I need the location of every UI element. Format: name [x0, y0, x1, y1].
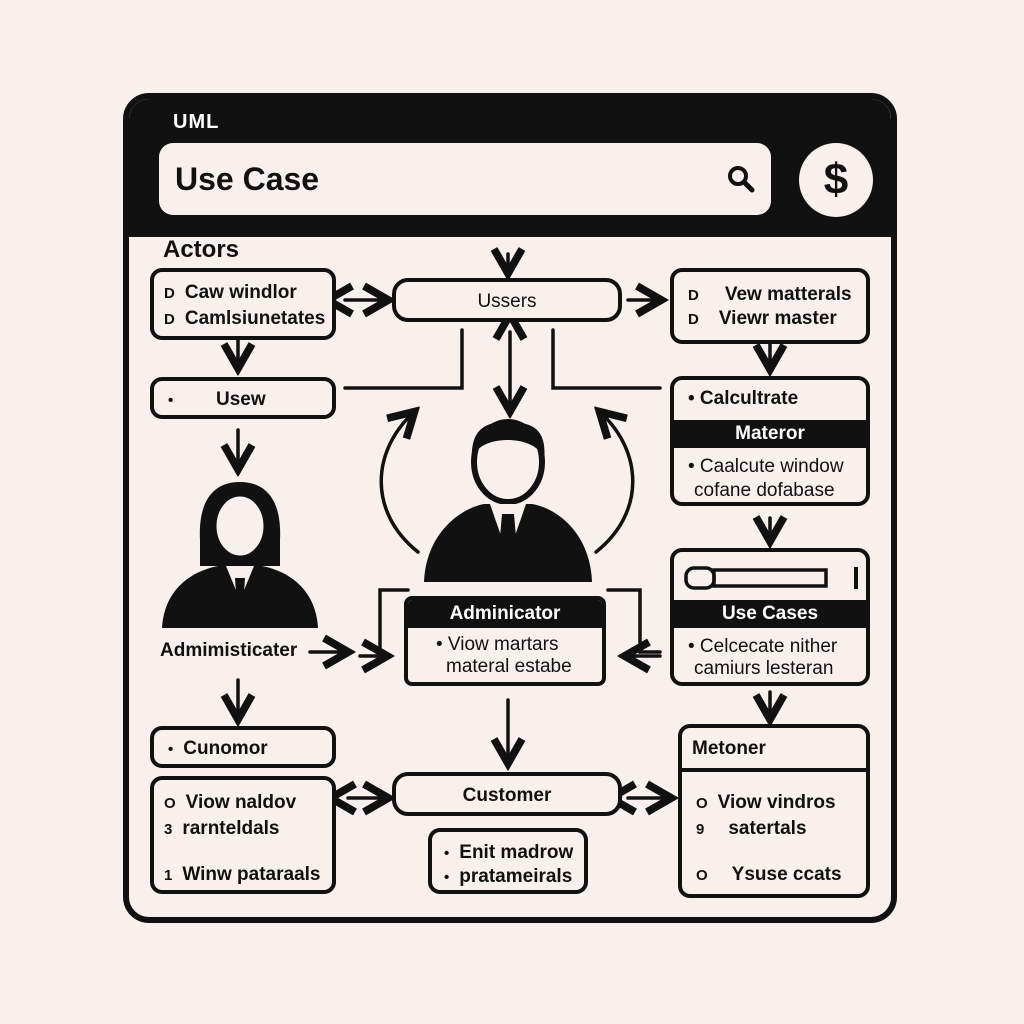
search-box[interactable]: Use Case — [159, 143, 771, 215]
actor-box-caw[interactable]: D Caw windlor D Camlsiunetates — [150, 268, 336, 340]
search-input[interactable]: Use Case — [175, 161, 320, 197]
list-item: satertals — [728, 818, 807, 839]
bullet-tag: 9 — [696, 821, 705, 838]
list-item: materal estabe — [446, 656, 572, 677]
bullet-tag: O — [696, 867, 708, 884]
header-bar: UML Use Case $ — [129, 99, 891, 237]
bullet-tag: 3 — [164, 821, 173, 838]
list-item: cofane dofabase — [694, 480, 835, 501]
list-item: Caw windlor — [184, 282, 297, 303]
administrator-box[interactable]: Adminicator • Viow martars materal estab… — [404, 596, 606, 686]
bullet-tag: O — [696, 795, 708, 812]
administrator-title: Adminicator — [408, 600, 602, 628]
list-item: • Viow martars — [436, 634, 559, 655]
progress-field-icon — [684, 566, 858, 590]
bullet-tag: D — [164, 285, 175, 302]
customer-label: Customer — [462, 785, 552, 806]
list-item: camiurs lesteran — [694, 658, 834, 679]
bullet-tag: D — [688, 287, 699, 304]
list-item: Ysuse ccats — [731, 864, 842, 885]
metoner-box[interactable]: Metoner O Viow vindros 9 satertals O Ysuse … — [678, 724, 870, 898]
bullet-tag: • — [168, 741, 174, 758]
male-actor-icon — [424, 419, 592, 582]
list-item: Vew matterals — [724, 284, 852, 305]
list-item: Winw pataraals — [182, 864, 321, 885]
actor-label: Admimisticater — [160, 640, 298, 661]
list-item: Viow naldov — [185, 792, 297, 813]
usew-box[interactable]: • Usew — [150, 377, 336, 419]
list-item: Viow vindros — [717, 792, 836, 813]
bullet-tag: 1 — [164, 867, 173, 884]
list-item: pratameirals — [459, 866, 573, 887]
bullet-tag: D — [688, 311, 699, 328]
female-actor-icon — [162, 482, 318, 628]
bullet-tag: O — [164, 795, 176, 812]
divider — [682, 768, 866, 772]
view-materials-box[interactable]: D Vew matterals D Viewr master — [670, 268, 870, 344]
list-item: rarnteldals — [182, 818, 280, 839]
bullet-tag: D — [164, 311, 175, 328]
bullet-tag: • — [444, 869, 450, 886]
entry-box[interactable]: • Enit madrow • pratameirals — [428, 828, 588, 894]
list-item: • Caalcute window — [688, 456, 844, 477]
search-icon[interactable] — [727, 165, 755, 198]
uml-label: UML — [173, 111, 220, 133]
use-cases-bar: Use Cases — [674, 600, 866, 628]
actors-heading: Actors — [163, 236, 240, 263]
list-item: Viewr master — [718, 308, 837, 329]
users-label: Ussers — [477, 291, 537, 312]
usew-label: Usew — [216, 389, 266, 410]
dollar-icon[interactable]: $ — [799, 143, 873, 217]
list-item: • Celcecate nither — [688, 636, 838, 657]
cunomor-label: Cunomor — [183, 738, 268, 759]
metoner-title: Metoner — [692, 738, 766, 759]
cunomor-box[interactable]: • Cunomor — [150, 726, 336, 768]
calculate-box[interactable]: • Calcultrate Materor • Caalcute window … — [670, 376, 870, 506]
calculate-bar: Materor — [674, 420, 866, 448]
users-box[interactable]: Ussers — [392, 278, 622, 322]
bullet-tag: • — [168, 392, 174, 409]
bullet-tag: • — [444, 845, 450, 862]
list-item: Camlsiunetates — [184, 308, 326, 329]
customer-box[interactable]: Customer — [392, 772, 622, 816]
actor-box-viow[interactable]: O Viow naldov 3 rarnteldals 1 Winw pataraal… — [150, 776, 336, 894]
use-cases-box[interactable]: Use Cases • Celcecate nither camiurs les… — [670, 548, 870, 686]
list-item: Enit madrow — [459, 842, 574, 863]
calculate-title: • Calcultrate — [688, 388, 799, 409]
